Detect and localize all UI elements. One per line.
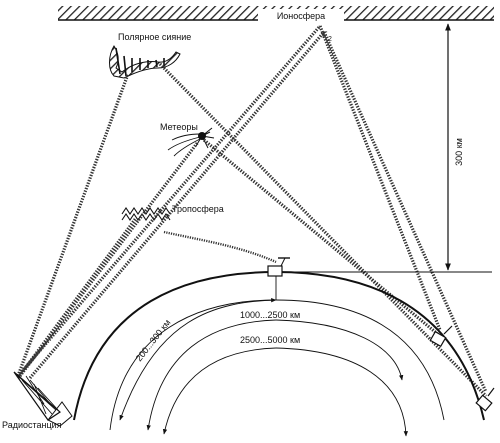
meteor-symbol: Метеоры — [160, 122, 215, 157]
beam-to-f2-b — [28, 30, 326, 380]
distance-arcs — [119, 272, 408, 437]
arc-mid-right — [275, 319, 404, 381]
radio-station-label: Радиостанция — [2, 420, 62, 430]
meteors-label: Метеоры — [160, 122, 198, 132]
beam-meteor-reflect — [202, 138, 442, 338]
beam-troposphere-scatter — [163, 230, 277, 264]
troposphere-symbol: Тропосфера — [121, 204, 224, 221]
troposphere-label: Тропосфера — [172, 204, 224, 214]
arc-short — [119, 297, 277, 421]
beam-aurora-reflect — [158, 62, 488, 398]
aurora-shape: Полярное сияние — [109, 32, 191, 79]
range-long-label: 2500...5000 км — [240, 335, 300, 345]
height-label: 300 км — [454, 138, 464, 166]
beam-to-troposphere — [16, 217, 138, 379]
beam-from-f2-a — [318, 25, 442, 331]
range-mid-label: 1000...2500 км — [240, 310, 300, 320]
height-marker: 300 км — [445, 23, 464, 271]
ionosphere-label: Ионосфера — [277, 11, 325, 21]
arc-long-left — [162, 347, 277, 435]
earth-surface — [73, 270, 492, 431]
receiver-near — [267, 257, 290, 277]
arc-mid-left — [146, 319, 277, 431]
aurora-label: Полярное сияние — [118, 32, 191, 42]
receiver-far — [475, 387, 495, 412]
beam-to-aurora — [16, 73, 130, 377]
radio-tower — [13, 371, 73, 427]
arc-long-right — [275, 347, 408, 437]
f2-subscript: 2 — [328, 36, 332, 43]
beam-from-f2-b — [322, 31, 488, 393]
ionosphere-layer: Ионосфера — [58, 6, 494, 21]
receiver-mid — [429, 325, 453, 348]
